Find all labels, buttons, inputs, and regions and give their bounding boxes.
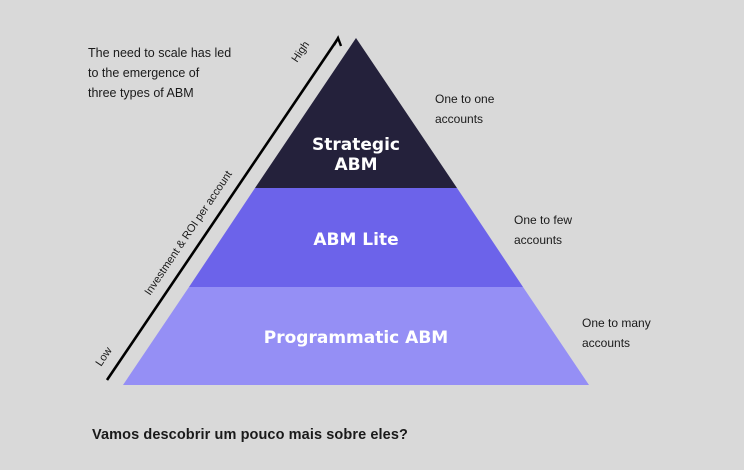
level-description-strategic: One to one accounts (435, 89, 494, 129)
description-line: One to one (435, 92, 495, 106)
pyramid-level-programmatic (123, 287, 589, 385)
description-line: accounts (435, 112, 484, 126)
intro-line: three types of ABM (88, 86, 194, 100)
description-line: One to many (582, 316, 651, 330)
axis-arrow-icon (332, 35, 343, 47)
pyramid-level-strategic (255, 38, 457, 188)
intro-text: The need to scale has led to the emergen… (88, 43, 258, 103)
footer-question: Vamos descobrir um pouco mais sobre eles… (92, 427, 408, 443)
level-label-programmatic: Programmatic ABM (264, 328, 448, 348)
axis-low-label: Low (94, 345, 115, 368)
axis-line (105, 39, 339, 381)
description-line: One to few (514, 213, 573, 227)
level-label-lite: ABM Lite (313, 230, 398, 250)
pyramid-level-lite (189, 188, 523, 287)
level-label-strategic-line2: ABM (334, 155, 377, 175)
description-line: accounts (582, 336, 631, 350)
axis-high-label: High (290, 39, 313, 64)
intro-line: to the emergence of (88, 66, 200, 80)
level-label-strategic-line1: Strategic (312, 135, 400, 155)
intro-line: The need to scale has led (88, 46, 232, 60)
level-description-lite: One to few accounts (514, 210, 572, 250)
description-line: accounts (514, 233, 563, 247)
level-description-programmatic: One to many accounts (582, 313, 651, 353)
